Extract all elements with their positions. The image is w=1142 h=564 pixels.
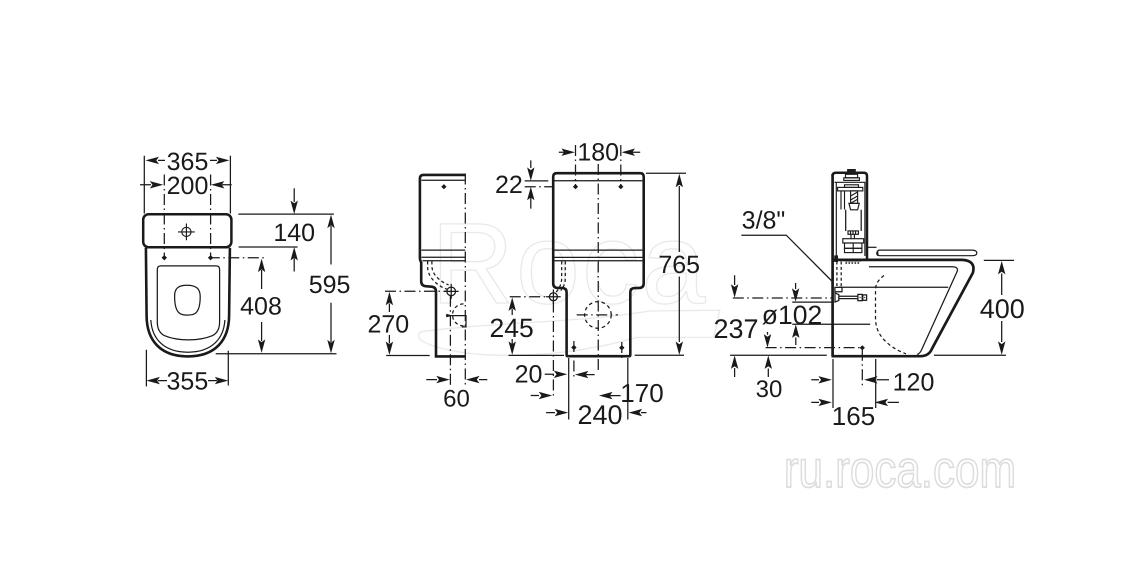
svg-text:200: 200 [167, 172, 209, 200]
svg-text:3/8": 3/8" [742, 206, 786, 234]
svg-text:20: 20 [515, 360, 543, 388]
svg-text:120: 120 [893, 369, 935, 397]
svg-text:30: 30 [756, 376, 783, 403]
svg-text:355: 355 [167, 368, 209, 396]
svg-text:365: 365 [167, 148, 209, 176]
svg-text:765: 765 [658, 251, 700, 279]
svg-text:180: 180 [577, 138, 619, 166]
svg-text:165: 165 [832, 401, 875, 431]
svg-text:22: 22 [495, 171, 523, 199]
svg-text:140: 140 [273, 219, 315, 247]
svg-text:270: 270 [367, 310, 409, 338]
svg-text:237: 237 [713, 314, 758, 344]
svg-text:408: 408 [240, 293, 282, 321]
svg-text:ø102: ø102 [762, 300, 822, 330]
svg-text:60: 60 [443, 386, 470, 413]
svg-text:400: 400 [980, 294, 1025, 324]
svg-text:Roca: Roca [431, 200, 707, 328]
svg-text:240: 240 [577, 400, 622, 430]
svg-text:245: 245 [489, 313, 533, 343]
svg-text:ru.roca.com: ru.roca.com [784, 441, 1016, 499]
svg-text:595: 595 [309, 271, 351, 299]
svg-text:170: 170 [620, 378, 663, 408]
